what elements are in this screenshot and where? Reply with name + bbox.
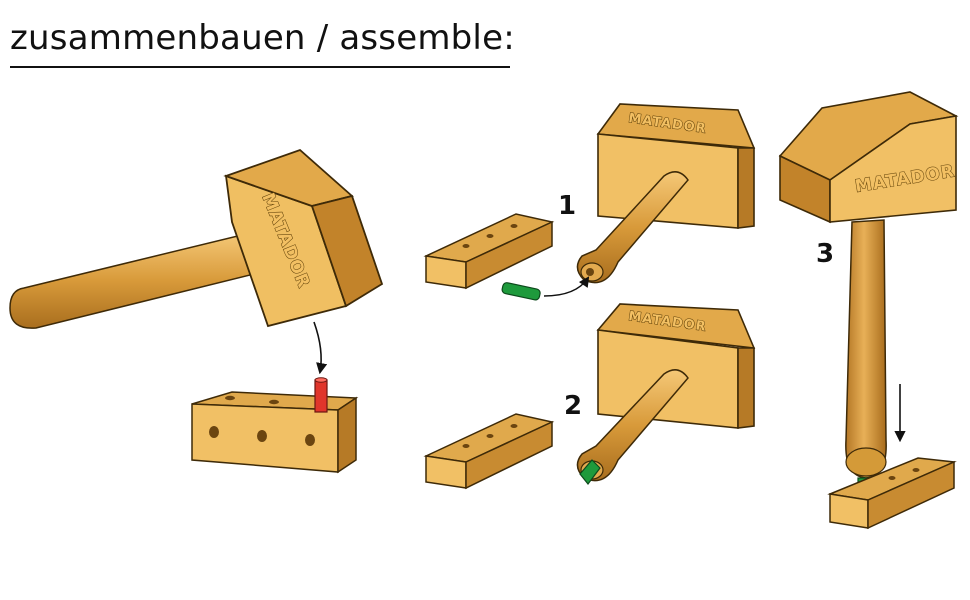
peg-red — [314, 379, 328, 413]
step-2-label: 2 — [564, 391, 582, 421]
block-left — [191, 377, 359, 474]
step-1-label: 1 — [558, 191, 576, 221]
arrow-left — [313, 321, 328, 375]
hammer-left: MATADOR — [9, 148, 384, 329]
hammer-handle — [9, 232, 263, 329]
page-title: zusammenbauen / assemble: — [10, 18, 515, 58]
step-3-label: 3 — [816, 239, 834, 269]
title-underline — [10, 66, 510, 68]
step-1-group: 1 MATADOR — [423, 103, 756, 301]
step-2-group: 2 MATADOR — [423, 303, 756, 490]
step-3-group: 3 MATADOR — [778, 91, 959, 530]
peg-green-step2 — [579, 459, 601, 485]
arrow-step1 — [543, 276, 590, 297]
peg-green-step1 — [501, 282, 541, 301]
hammer-head-side — [310, 194, 384, 308]
